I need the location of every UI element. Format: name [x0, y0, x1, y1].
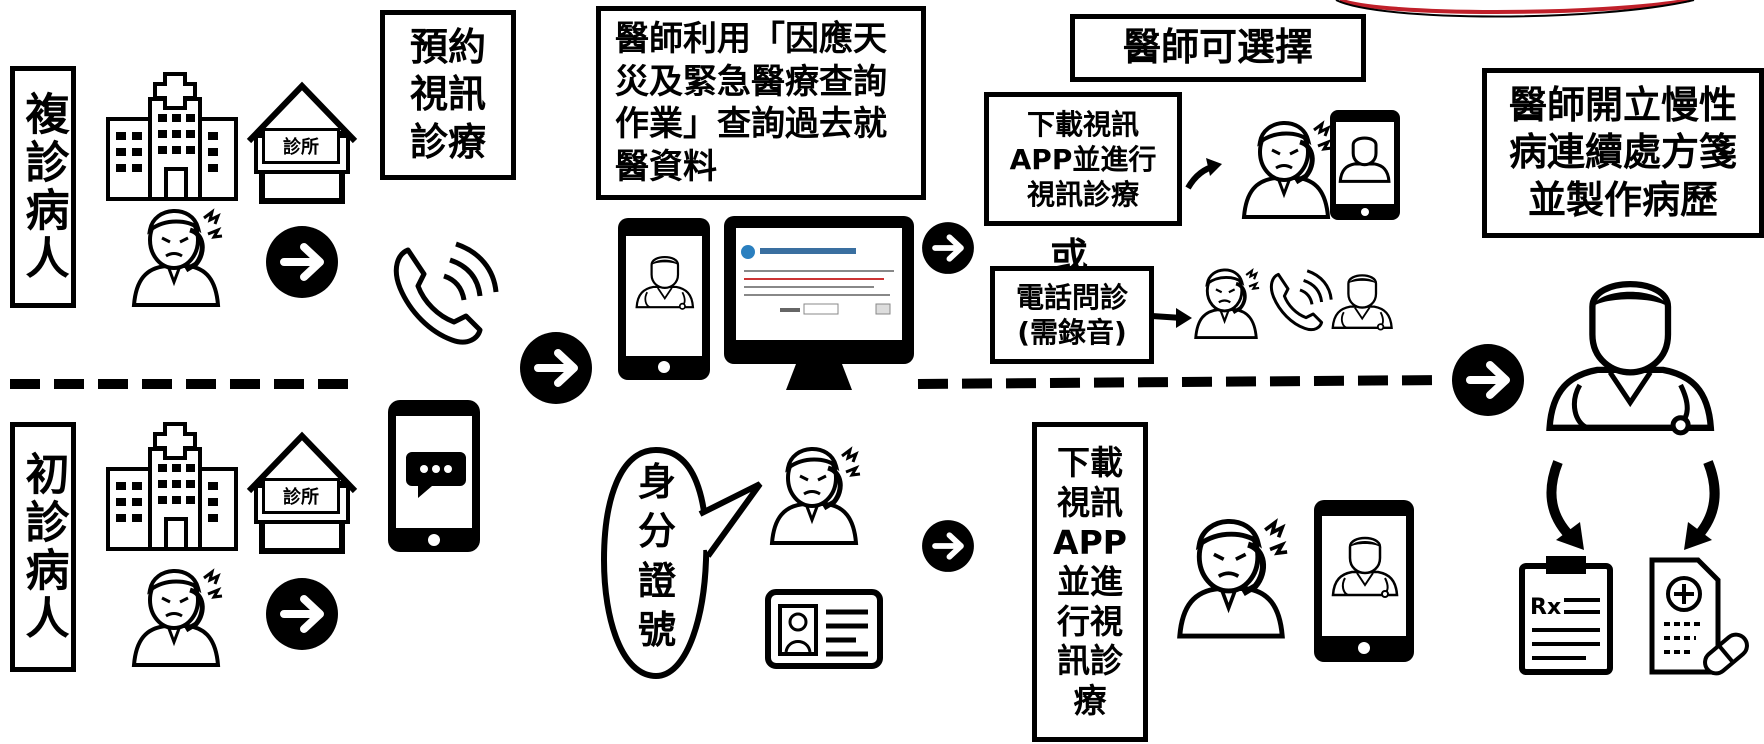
phone-option-box: 電話問診 (需錄音): [990, 266, 1154, 364]
doctor-tablet-icon: [618, 218, 710, 380]
patient-icon: [772, 449, 860, 543]
booking-box: 預約 視訊 診療: [380, 10, 516, 180]
clinic-sign: 診所: [262, 478, 340, 514]
id-card-icon: [765, 589, 883, 669]
arrow-circle-icon: [922, 222, 974, 274]
row-label-new-patient: 初診病人: [10, 422, 76, 672]
clinic-sign: 診所: [262, 128, 340, 164]
patient-icon: [1193, 268, 1261, 340]
patient-icon: [1180, 521, 1287, 636]
arrow-circle-icon: [922, 520, 974, 572]
id-number-text: 身 分 證 號: [637, 460, 676, 653]
phone-call-icon: [1269, 269, 1333, 332]
patient-icon: [134, 211, 222, 305]
doctor-icon: [1550, 284, 1711, 433]
monitor-icon: [724, 216, 914, 390]
chat-phone-icon: [388, 400, 480, 552]
patient-icon: [134, 571, 222, 665]
doctor-tablet-icon: [1314, 500, 1414, 662]
arrow-circle-icon: [266, 578, 338, 650]
arrow-circle-icon: [1452, 344, 1524, 416]
row-label-return-patient: 複診病人: [10, 66, 76, 308]
svg-text:Rx: Rx: [1530, 595, 1561, 620]
hospital-icon: [106, 422, 238, 551]
doctor-choice-box: 醫師可選擇: [1070, 14, 1366, 82]
speech-bubble: [600, 446, 763, 680]
arrow-circle-icon: [266, 226, 338, 298]
hospital-icon: [106, 72, 238, 201]
video-option-box: 下載視訊 APP並進行 視訊診療: [984, 92, 1182, 226]
phone-call-icon: [396, 244, 496, 342]
arrow-circle-icon: [520, 332, 592, 404]
medical-report-icon: [1649, 557, 1749, 676]
doctor-tablet-icon: [1330, 110, 1400, 220]
patient-icon: [1244, 123, 1332, 217]
query-records-box: 醫師利用「因應天 災及緊急醫療查詢 作業」查詢過去就 醫資料: [596, 6, 926, 200]
prescription-icon: Rx: [1519, 556, 1613, 675]
prescription-box: 醫師開立慢性 病連續處方箋 並製作病歷: [1482, 68, 1764, 238]
doctor-icon: [1331, 274, 1393, 331]
new-patient-video-box: 下載 視訊 APP 並進 行視 訊診 療: [1032, 422, 1148, 742]
